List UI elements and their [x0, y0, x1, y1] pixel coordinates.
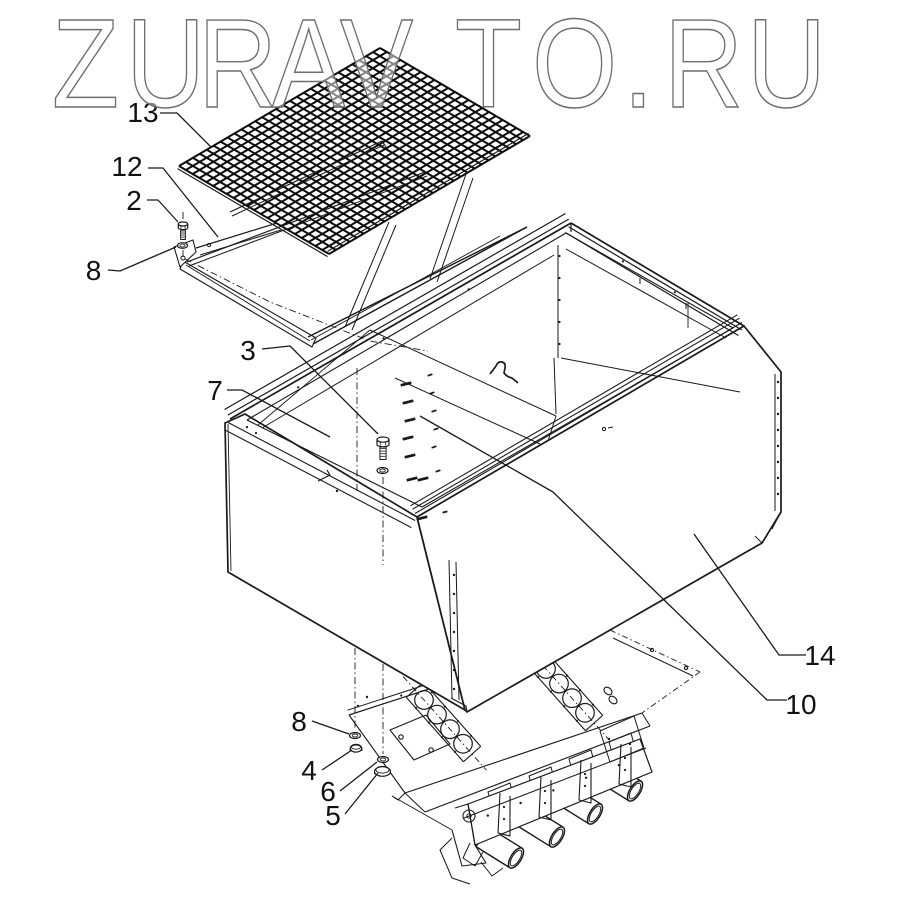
svg-text:12: 12	[111, 151, 142, 182]
svg-text:13: 13	[127, 97, 158, 128]
svg-text:5: 5	[325, 800, 341, 831]
svg-text:8: 8	[86, 255, 102, 286]
svg-text:8: 8	[291, 706, 307, 737]
svg-text:2: 2	[126, 185, 142, 216]
svg-text:3: 3	[240, 335, 256, 366]
svg-text:4: 4	[301, 755, 317, 786]
svg-text:6: 6	[320, 776, 336, 807]
svg-text:10: 10	[785, 689, 816, 720]
svg-text:7: 7	[207, 375, 223, 406]
svg-text:14: 14	[804, 640, 835, 671]
